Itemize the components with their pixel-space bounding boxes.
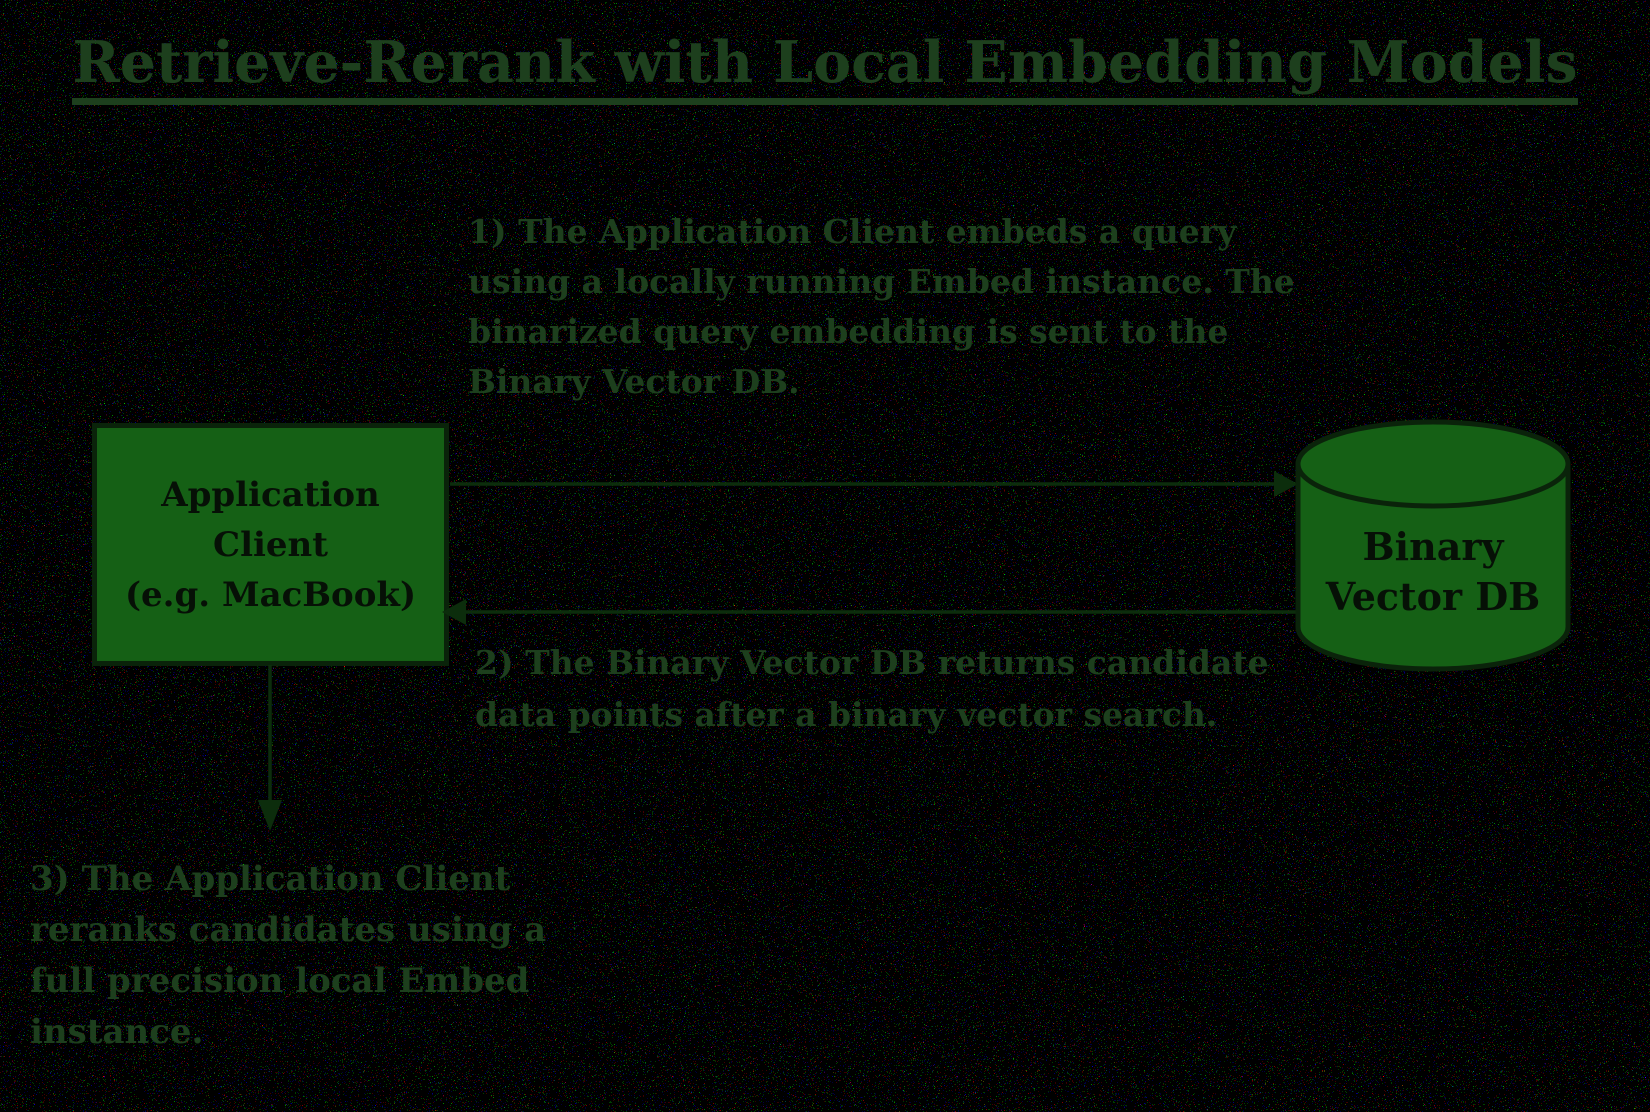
- application-client-node: Application Client (e.g. MacBook): [92, 423, 449, 666]
- binary-vector-db-label: Binary Vector DB: [1325, 524, 1541, 619]
- step1-annotation: 1) The Application Client embeds a query…: [468, 212, 1295, 401]
- query-embedding-arrow: [450, 471, 1298, 497]
- binary-vector-db-cylinder: [1295, 419, 1571, 672]
- diagram-title-text: Retrieve-Rerank with Local Embedding Mod…: [72, 30, 1578, 105]
- candidates-return-arrow: [442, 599, 1296, 625]
- step3-annotation: 3) The Application Client reranks candid…: [30, 859, 547, 1052]
- rerank-arrow: [258, 665, 282, 831]
- diagram-title: Retrieve-Rerank with Local Embedding Mod…: [0, 30, 1650, 105]
- application-client-label: Application Client (e.g. MacBook): [124, 474, 417, 615]
- step2-annotation: 2) The Binary Vector DB returns candidat…: [475, 643, 1269, 734]
